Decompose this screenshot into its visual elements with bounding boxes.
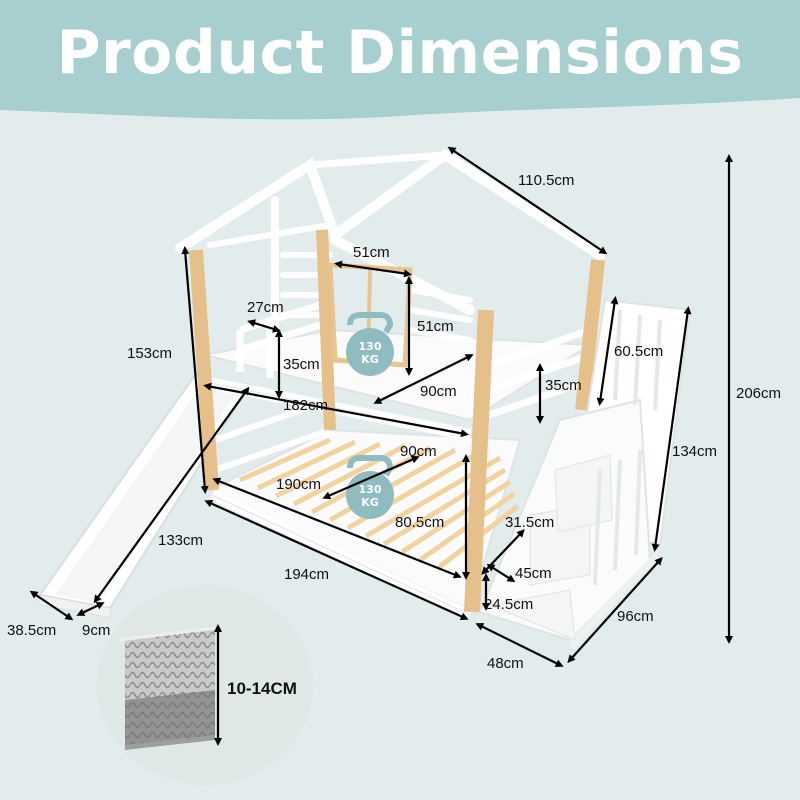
dim-top-bunk-depth: 90cm xyxy=(420,383,457,400)
dim-slide-length: 133cm xyxy=(158,532,204,549)
weight-unit: KG xyxy=(361,353,379,366)
weight-value: 130 xyxy=(358,340,382,353)
dim-stair-height: 134cm xyxy=(672,443,718,460)
dim-window-height: 51cm xyxy=(417,318,454,335)
mattress-inset xyxy=(97,585,313,785)
weight-value: 130 xyxy=(358,483,382,496)
dim-slide-width: 38.5cm xyxy=(7,622,57,639)
dim-bottom-clearance: 80.5cm xyxy=(395,514,445,531)
dimension-arrows xyxy=(29,146,733,746)
dim-top-rail-right-height: 35cm xyxy=(545,377,582,394)
weight-unit: KG xyxy=(361,496,379,509)
dim-roof-depth: 110.5cm xyxy=(518,172,575,189)
header-band xyxy=(0,0,800,120)
dim-slide-height: 9cm xyxy=(82,622,111,639)
dim-stair-step-height: 31.5cm xyxy=(505,514,555,531)
dim-top-bunk-length: 182cm xyxy=(283,397,329,414)
dim-bottom-bunk-length: 190cm xyxy=(276,476,322,493)
page-title: Product Dimensions xyxy=(56,18,744,88)
dim-total-height: 206cm xyxy=(736,385,782,402)
dim-top-rail-left-height: 35cm xyxy=(283,356,320,373)
dim-bottom-bunk-depth: 90cm xyxy=(400,443,437,460)
dim-stair-length: 96cm xyxy=(617,608,654,625)
dim-stair-step-depth: 45cm xyxy=(515,565,552,582)
dim-overall-length: 194cm xyxy=(284,566,330,583)
dim-stair-step-width: 24.5cm xyxy=(484,596,534,613)
dim-left-post-height: 153cm xyxy=(127,345,173,362)
dim-top-entry-width: 27cm xyxy=(247,299,284,316)
dim-window-width: 51cm xyxy=(353,244,390,261)
dim-side-rail-height: 60.5cm xyxy=(614,343,664,360)
dim-mattress-thickness: 10-14CM xyxy=(227,679,297,698)
dim-stair-width: 48cm xyxy=(487,655,524,672)
